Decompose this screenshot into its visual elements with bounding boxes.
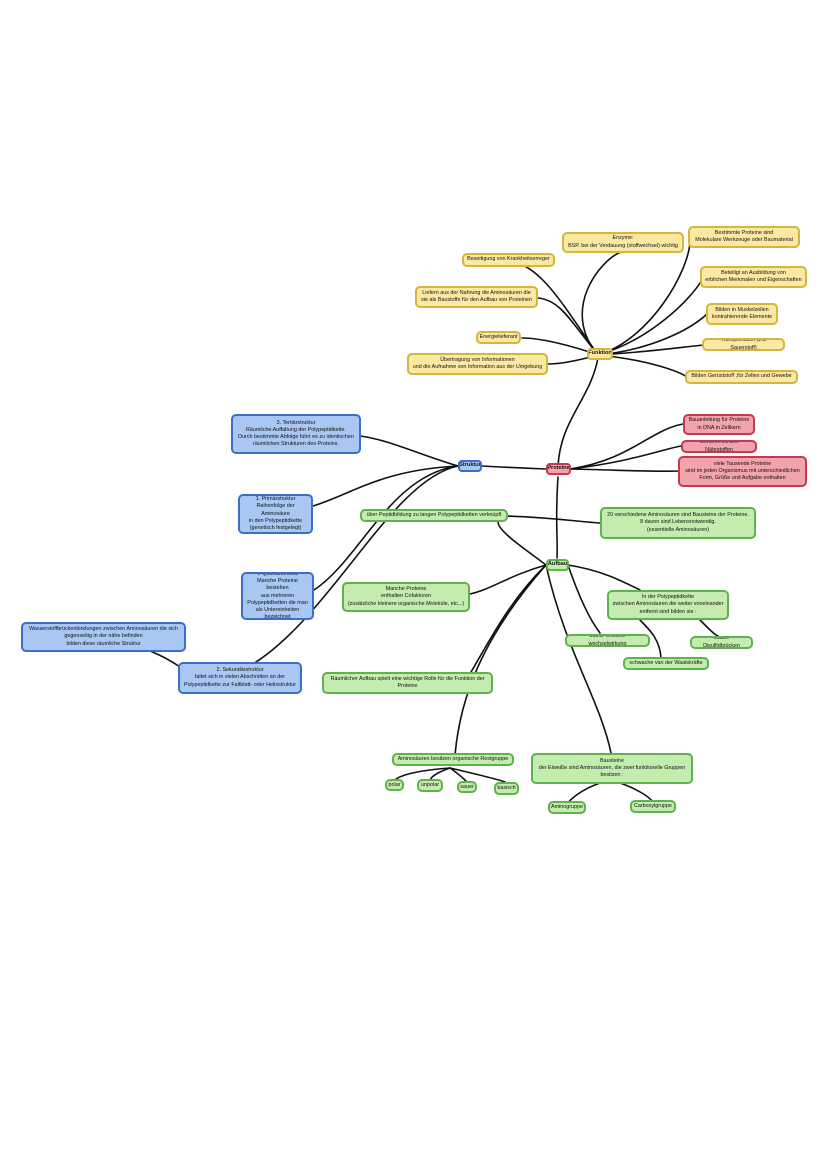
connector [469, 564, 547, 595]
funktion-hub[interactable]: Funktion [587, 348, 613, 360]
connector [597, 279, 703, 356]
connector [639, 619, 662, 659]
connector [569, 445, 682, 470]
connector [394, 767, 451, 781]
restgruppe-unpolar[interactable]: unpolar [417, 779, 443, 792]
struktur-tertiaer[interactable]: 3. Tertiärstruktur Räumliche Auffaltung … [231, 414, 361, 454]
connector [537, 297, 599, 356]
aufbau-raeumlicher-aufbau[interactable]: Räumlicher Aufbau spielt eine wichtige R… [322, 672, 493, 694]
central-topic-proteine[interactable]: Proteine [546, 463, 571, 475]
connector [569, 468, 679, 473]
connector [481, 465, 547, 470]
connector [449, 767, 467, 782]
aufbau-restgruppe[interactable]: Aminosäuren besitzen organische Restgrup… [392, 753, 514, 766]
restgruppe-polar[interactable]: polar [385, 779, 404, 791]
connector [470, 564, 547, 673]
struktur-sekundaer[interactable]: 2. Sekundärstruktur faltet sich in viele… [178, 662, 302, 694]
aufbau-cofaktoren[interactable]: Manche Proteine enthalten Cofaktoren (zu… [342, 582, 470, 612]
restgruppe-sauer[interactable]: sauer [457, 781, 477, 793]
funktion-erbliche-merkmale[interactable]: Beteiligt an Ausbildung von erblichen Me… [700, 266, 807, 288]
detail-bauanleitung[interactable]: Bauanleitung für Proteine in DNA in Zell… [683, 414, 755, 435]
connector [597, 344, 705, 356]
connector [545, 564, 612, 754]
aufbau-ionische[interactable]: starke ionische wechselwirkung [565, 634, 650, 647]
funktion-uebertragung[interactable]: Übertragung von Informationen und die Au… [407, 353, 548, 375]
struktur-wasserstoff[interactable]: Wasserstoffbrückenbindungen zwischen Ami… [21, 622, 186, 652]
funktion-geruststoff[interactable]: Bilden Gerüststoff ,für Zellen und Geweb… [685, 370, 798, 384]
funktion-liefern[interactable]: Liefern aus der Nahrung die Aminosäuren … [415, 286, 538, 308]
aufbau-polypeptidkette[interactable]: In der Polypeptidkette zwischen Aminosäu… [607, 590, 729, 620]
funktion-beseitigung[interactable]: Beseitigung von Krankheitserreger [462, 253, 555, 267]
connector [567, 564, 641, 591]
aufbau-20-aminosaeuren[interactable]: 20 verschiedene Aminosäuren sind Baustei… [600, 507, 756, 539]
connector [557, 357, 599, 468]
connector [569, 423, 684, 470]
connector [359, 435, 459, 467]
connector [597, 313, 708, 356]
aufbau-peptidbildung[interactable]: über Peptidbildung zu langen Polypeptidk… [360, 509, 508, 522]
funktion-enzyme[interactable]: Enzyme: BSP. bei der Verdauung (stoffwec… [562, 232, 684, 253]
connector [619, 782, 653, 802]
struktur-hub[interactable]: Struktur [458, 460, 482, 472]
connector [567, 564, 601, 634]
connector [454, 564, 547, 756]
connector [597, 239, 691, 356]
struktur-primaer[interactable]: 1. Primärstruktur Reihenfolge der Aminos… [238, 494, 313, 534]
connector [497, 515, 547, 566]
detail-naehrstoffe[interactable]: Gehören zu den Nährstoffen [681, 440, 757, 453]
connector [247, 465, 459, 668]
aufbau-disulfid[interactable]: stabile Disulfidbrücken [690, 636, 753, 649]
connector [506, 515, 601, 524]
struktur-quartaer[interactable]: 4. Quartärstruktur Manche Proteine beste… [241, 572, 314, 620]
restgruppe-basisch[interactable]: basisch [494, 782, 519, 795]
aufbau-van-der-waals[interactable]: schwache van der Waalskräfte [623, 657, 709, 670]
funktion-energie[interactable]: Energielieferant [476, 331, 521, 344]
aufbau-hub[interactable]: Aufbau [546, 559, 569, 571]
connector [567, 782, 601, 804]
gruppe-carboxylgruppe[interactable]: Carboxylgruppe [630, 800, 676, 813]
connector [449, 767, 506, 783]
connector [699, 619, 719, 637]
connector [313, 465, 459, 591]
gruppe-aminogruppe[interactable]: Aminogruppe [548, 801, 586, 814]
funktion-muskelzellen[interactable]: Bilden in Muskelzellen kontrahierende El… [706, 303, 778, 325]
connector [508, 260, 599, 356]
funktion-werkzeuge[interactable]: Bestimmte Proteine sind Molekulare Werkz… [688, 226, 800, 248]
connector [312, 465, 459, 507]
funktion-transportation[interactable]: Transportation (z.B Sauerstoff) [702, 338, 785, 351]
connector [149, 650, 181, 668]
detail-tausende-proteine[interactable]: viele Tausende Proteine sind im jeden Or… [678, 456, 807, 487]
connector [555, 476, 559, 559]
aufbau-bausteine[interactable]: Bausteine der Eiweiße sind Aminosäuren, … [531, 753, 693, 784]
